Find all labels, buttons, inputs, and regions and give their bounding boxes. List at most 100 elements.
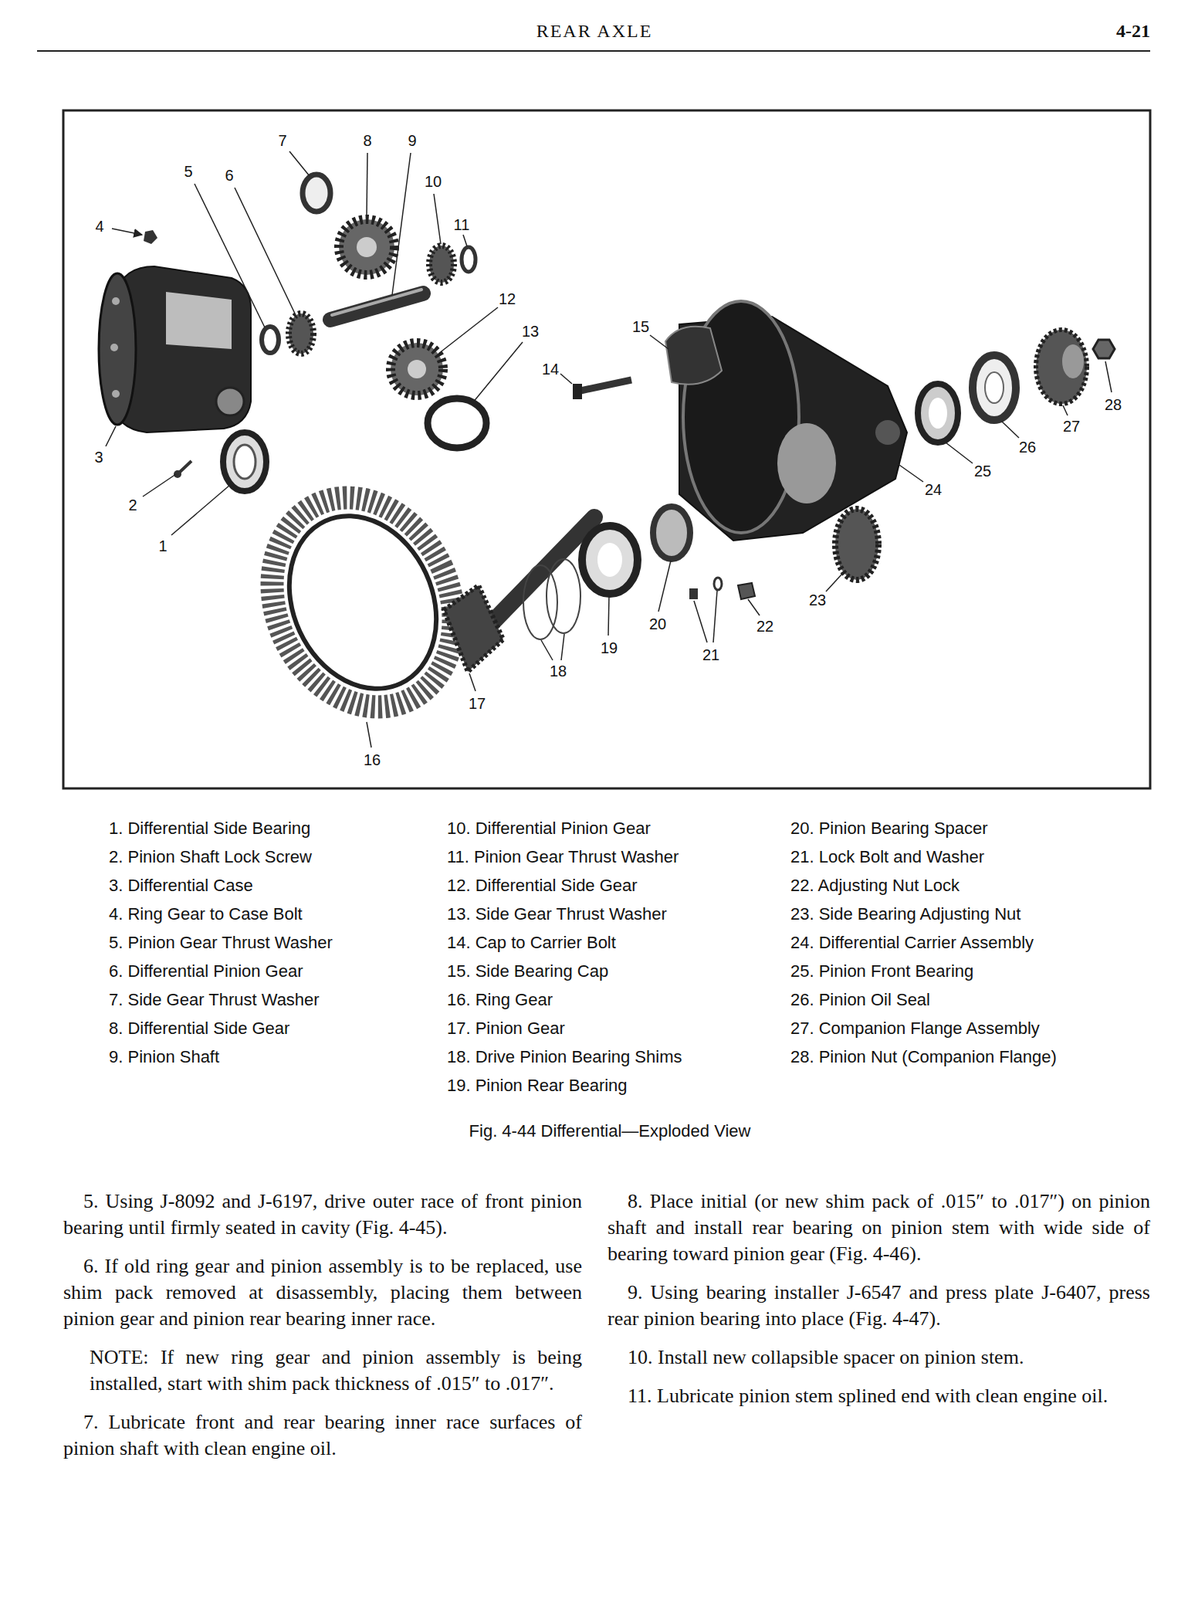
companion-flange bbox=[1035, 329, 1087, 404]
callout-number: 17 bbox=[468, 694, 486, 713]
callout-number: 2 bbox=[128, 496, 137, 515]
part-list-item: 9. Pinion Shaft bbox=[108, 1046, 220, 1067]
thrust-washer bbox=[302, 174, 331, 212]
leader-line bbox=[366, 721, 372, 748]
leader-line bbox=[560, 373, 572, 384]
part-list-item: 15. Side Bearing Cap bbox=[446, 961, 609, 982]
part-list-item: 7. Side Gear Thrust Washer bbox=[108, 989, 320, 1010]
bearing-spacer bbox=[653, 506, 691, 559]
text-column: 8. Place initial (or new shim pack of .0… bbox=[607, 1188, 1151, 1422]
oil-seal bbox=[972, 355, 1016, 420]
flange-hub bbox=[1062, 344, 1084, 379]
instruction-paragraph: NOTE: If new ring gear and pinion assemb… bbox=[89, 1343, 583, 1397]
part-list-item: 17. Pinion Gear bbox=[446, 1018, 566, 1039]
page-title: REAR AXLE bbox=[536, 20, 654, 42]
leader-line bbox=[392, 152, 411, 295]
bearing-cap bbox=[665, 326, 722, 385]
callout-number: 20 bbox=[649, 615, 667, 633]
instruction-paragraph: 10. Install new collapsible spacer on pi… bbox=[607, 1343, 1151, 1371]
leader-line bbox=[561, 633, 565, 660]
header-rule bbox=[37, 50, 1151, 52]
callout-number: 24 bbox=[924, 480, 942, 499]
part-list-item: 5. Pinion Gear Thrust Washer bbox=[108, 932, 333, 953]
side-gear-bore bbox=[356, 236, 377, 258]
side-bearing-bore bbox=[233, 444, 256, 479]
callout-number: 4 bbox=[94, 217, 104, 236]
part-list-item: 20. Pinion Bearing Spacer bbox=[790, 818, 989, 839]
part-list-item: 6. Differential Pinion Gear bbox=[108, 961, 304, 982]
shim bbox=[523, 565, 558, 640]
leader-line bbox=[608, 595, 610, 636]
text-column: 5. Using J-8092 and J-6197, drive outer … bbox=[63, 1188, 583, 1474]
nut-lock bbox=[737, 582, 755, 600]
part-list-item: 8. Differential Side Gear bbox=[108, 1018, 290, 1039]
pinion-shaft bbox=[330, 293, 424, 320]
part-list-item: 23. Side Bearing Adjusting Nut bbox=[790, 903, 1021, 924]
part-list-item: 4. Ring Gear to Case Bolt bbox=[108, 903, 303, 924]
part-list-item: 1. Differential Side Bearing bbox=[108, 818, 311, 839]
callout-number: 13 bbox=[521, 322, 539, 341]
callout-number: 9 bbox=[407, 132, 417, 150]
case-bolt bbox=[143, 230, 158, 244]
side-bearing bbox=[223, 432, 267, 491]
part-list-item: 25. Pinion Front Bearing bbox=[790, 961, 974, 982]
leader-line bbox=[896, 463, 924, 482]
leader-line bbox=[171, 484, 231, 535]
rear-bearing bbox=[582, 525, 638, 594]
callout-number: 26 bbox=[1018, 438, 1036, 457]
callout-number: 16 bbox=[363, 751, 381, 769]
part-list-item: 10. Differential Pinion Gear bbox=[446, 818, 651, 839]
figure-caption: Fig. 4-44 Differential—Exploded View bbox=[469, 1120, 752, 1141]
leader-line bbox=[541, 639, 553, 660]
part-list-item: 3. Differential Case bbox=[108, 875, 254, 896]
leader-line bbox=[469, 673, 476, 691]
case-window bbox=[165, 291, 232, 349]
part-list-item: 26. Pinion Oil Seal bbox=[790, 989, 931, 1010]
callout-number: 19 bbox=[600, 639, 618, 657]
leader-line bbox=[1062, 405, 1068, 416]
callout-number: 1 bbox=[158, 537, 167, 556]
lock-bolt bbox=[689, 588, 698, 600]
instruction-paragraph: 5. Using J-8092 and J-6197, drive outer … bbox=[63, 1188, 583, 1241]
leader-line bbox=[825, 572, 843, 592]
figure-frame bbox=[63, 110, 1151, 789]
bolt-hole bbox=[111, 297, 120, 305]
callout-number: 8 bbox=[362, 132, 372, 150]
pinion-gear bbox=[429, 245, 454, 283]
part-list-item: 27. Companion Flange Assembly bbox=[790, 1018, 1040, 1039]
leader-line bbox=[433, 193, 441, 244]
part-list-item: 18. Drive Pinion Bearing Shims bbox=[446, 1046, 682, 1067]
leader-line bbox=[748, 599, 760, 616]
differential-case bbox=[98, 266, 251, 433]
thrust-washer bbox=[461, 247, 476, 272]
thrust-washer bbox=[261, 326, 279, 353]
shim bbox=[546, 558, 581, 633]
part-list-item: 13. Side Gear Thrust Washer bbox=[446, 903, 667, 924]
leader-line bbox=[105, 426, 116, 447]
side-gear bbox=[390, 342, 444, 396]
part-list-item: 21. Lock Bolt and Washer bbox=[790, 846, 985, 867]
leader-lines bbox=[105, 151, 1112, 748]
ring-gear-rim bbox=[261, 491, 464, 713]
pinion-gear bbox=[288, 313, 314, 354]
page-number: 4-21 bbox=[1116, 20, 1151, 42]
callout-number: 6 bbox=[224, 166, 234, 185]
carrier-nose bbox=[875, 419, 901, 445]
leader-line bbox=[1105, 361, 1112, 393]
leader-line bbox=[693, 600, 708, 643]
instruction-paragraph: 7. Lubricate front and rear bearing inne… bbox=[63, 1408, 583, 1462]
callout-number: 27 bbox=[1062, 417, 1080, 436]
callout-number: 15 bbox=[632, 318, 650, 336]
part-list-item: 11. Pinion Gear Thrust Washer bbox=[446, 846, 679, 867]
lock-screw-head bbox=[173, 470, 182, 478]
leader-line bbox=[713, 590, 718, 643]
oil-seal-bore bbox=[984, 372, 1004, 403]
leader-line bbox=[438, 307, 498, 354]
leader-line bbox=[234, 187, 296, 315]
leader-line bbox=[658, 560, 671, 612]
lock-washer bbox=[714, 577, 722, 590]
thrust-washer bbox=[427, 398, 487, 448]
callout-number: 21 bbox=[702, 646, 720, 664]
part-list-item: 19. Pinion Rear Bearing bbox=[446, 1075, 628, 1096]
